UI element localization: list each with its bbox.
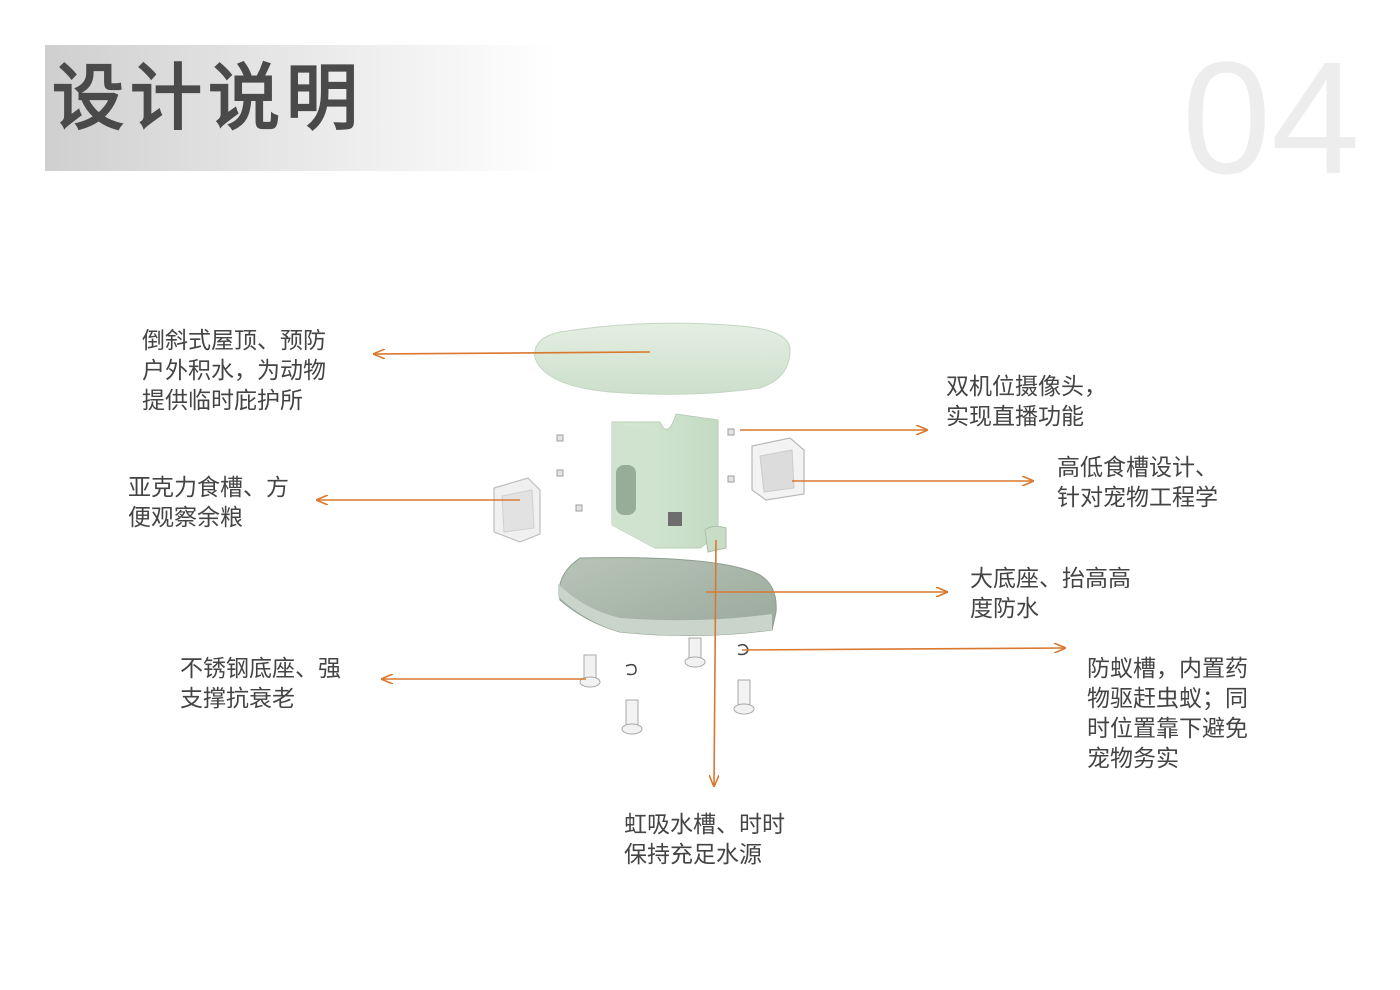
leg-screws	[580, 638, 754, 734]
camera-label: 双机位摄像头， 实现直播功能	[946, 372, 1107, 432]
right-feeder-part	[752, 438, 804, 500]
roof-label: 倒斜式屋顶、预防 户外积水，为动物 提供临时庇护所	[142, 326, 326, 416]
left-feeder-part	[494, 478, 540, 542]
central-housing	[612, 414, 726, 552]
ant-groove-arrow	[742, 648, 1064, 650]
feeder-right-label: 高低食槽设计、 针对宠物工程学	[1057, 453, 1218, 513]
ant-groove-label: 防蚁槽，内置药 物驱赶虫蚁；同 时位置靠下避免 宠物务实	[1087, 654, 1248, 774]
siphon-label: 虹吸水槽、时时 保持充足水源	[624, 810, 785, 870]
base-part	[558, 558, 776, 636]
feeder-left-label: 亚克力食槽、方 便观察余粮	[128, 473, 289, 533]
roof-part	[535, 323, 790, 394]
base-label: 大底座、抬高高 度防水	[970, 564, 1131, 624]
legs-label: 不锈钢底座、强 支撑抗衰老	[180, 654, 341, 714]
